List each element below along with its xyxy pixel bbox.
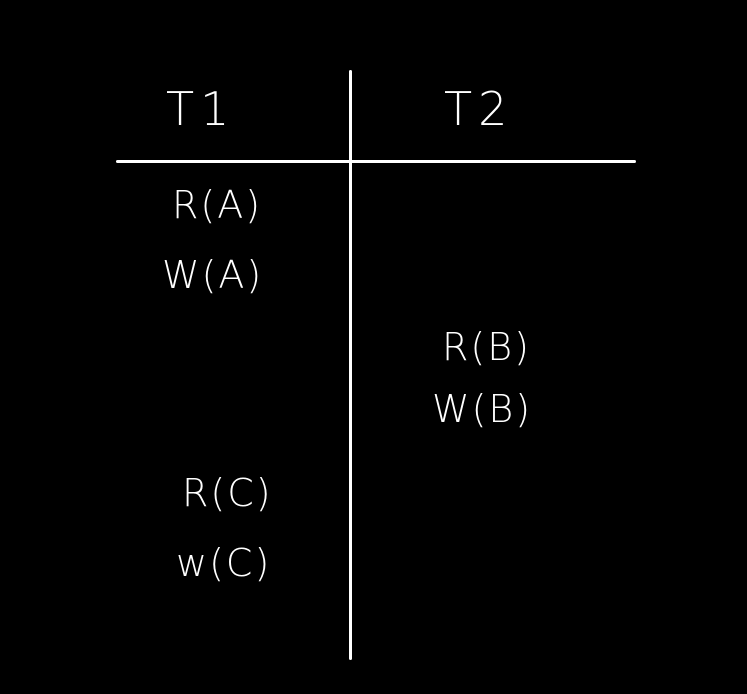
header-t1: T1 — [166, 82, 236, 136]
t1-op-write-a: W(A) — [162, 253, 264, 297]
header-t2: T2 — [444, 82, 514, 136]
column-divider-line — [349, 70, 352, 660]
t2-op-write-b: W(B) — [432, 387, 533, 431]
t1-op-read-a: R(A) — [172, 183, 263, 227]
t2-op-read-b: R(B) — [442, 325, 531, 369]
header-underline — [116, 160, 636, 163]
t1-op-read-c: R(C) — [182, 471, 273, 515]
t1-op-write-c: w(C) — [176, 541, 272, 585]
